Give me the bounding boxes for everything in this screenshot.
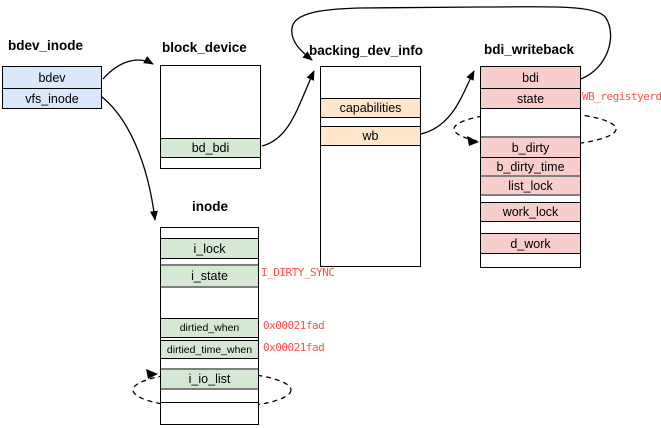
inode-spacer-0 <box>161 228 258 238</box>
inode-field-i_io_list: i_io_list <box>161 368 258 388</box>
inode-field-dirtied_time_when: dirtied_time_when <box>161 340 258 358</box>
annotation-i-dirty-sync: I_DIRTY_SYNC <box>261 266 335 279</box>
bdi-writeback-field-bdi: bdi <box>481 67 580 88</box>
bdi-writeback-field-b_dirty_time: b_dirty_time <box>481 157 580 175</box>
inode-spacer-10 <box>161 388 258 402</box>
backing-dev-info-box: capabilities wb <box>320 66 421 267</box>
annotation-0x00021fad: 0x00021fad <box>263 341 325 354</box>
block-device-box: bd_bdi <box>160 65 261 169</box>
inode-spacer-11 <box>161 402 258 424</box>
list-self-loop-b-dirty-arrowhead <box>467 136 479 146</box>
backing-dev-info-field-capabilities: capabilities <box>321 98 420 117</box>
annotation-0x00021fad: 0x00021fad <box>263 319 325 332</box>
bdi-writeback-field-d_work: d_work <box>481 233 580 253</box>
inode-field-i_state: i_state <box>161 264 258 286</box>
backing-dev-info-spacer-4 <box>321 145 420 266</box>
bdi-writeback-field-work_lock: work_lock <box>481 202 580 221</box>
block-device-field-bd_bdi: bd_bdi <box>161 138 260 157</box>
arrow-wb-to-bdi-writeback <box>420 70 475 135</box>
arrow-bdev-to-block-device <box>102 56 154 80</box>
bdev-inode-field-vfs_inode: vfs_inode <box>3 88 101 108</box>
block-device-title: block_device <box>162 40 247 55</box>
bdi-writeback-title: bdi_writeback <box>484 42 575 57</box>
inode-spacer-8 <box>161 358 258 368</box>
backing-dev-info-spacer-0 <box>321 67 420 98</box>
backing-dev-info-spacer-2 <box>321 117 420 126</box>
inode-field-dirtied_when: dirtied_when <box>161 318 258 337</box>
bdi-writeback-field-list_lock: list_lock <box>481 175 580 194</box>
bdi-writeback-field-b_dirty: b_dirty <box>481 136 580 157</box>
inode-title: inode <box>192 199 228 214</box>
backing-dev-info-title: backing_dev_info <box>309 43 424 58</box>
inode-spacer-2 <box>161 258 258 264</box>
bdi-writeback-field-state: state <box>481 88 580 108</box>
arrow-bd-bdi-to-backing-dev-info <box>261 70 315 147</box>
bdi-writeback-spacer-2 <box>481 108 580 136</box>
bdi-writeback-spacer-6 <box>481 194 580 202</box>
arrow-vfs-inode-to-inode <box>101 96 158 221</box>
backing-dev-info-field-wb: wb <box>321 126 420 145</box>
bdev-inode-title: bdev_inode <box>8 38 84 53</box>
bdev-inode-field-bdev: bdev <box>3 67 101 88</box>
inode-spacer-6 <box>161 337 258 340</box>
block-device-spacer-2 <box>161 157 260 168</box>
annotation-wb-registyerd: WB_registyerd <box>582 90 661 103</box>
block-device-spacer-0 <box>161 66 260 138</box>
inode-field-i_lock: i_lock <box>161 238 258 258</box>
inode-box: i_lock i_state dirtied_when dirtied_time_wh… <box>160 227 259 425</box>
bdi-writeback-spacer-8 <box>481 221 580 233</box>
bdi-writeback-spacer-10 <box>481 253 580 267</box>
inode-spacer-4 <box>161 286 258 318</box>
list-self-loop-i-io-list-arrowhead <box>146 369 158 379</box>
